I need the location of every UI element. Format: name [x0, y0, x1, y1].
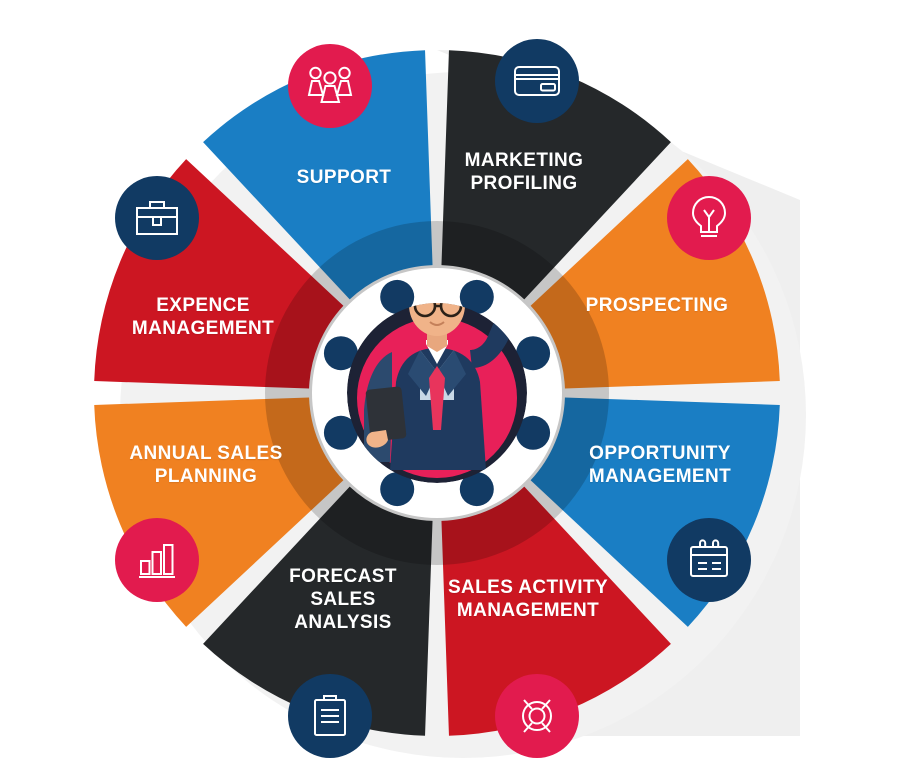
businessman-figure [364, 303, 523, 470]
segment-expence-management[interactable] [203, 50, 433, 300]
badge-calendar[interactable] [667, 518, 751, 602]
hub-dot [380, 279, 415, 314]
segment-sales-activity-management[interactable] [203, 486, 433, 736]
hub-dot [323, 415, 358, 450]
lightbulb-icon [689, 194, 729, 242]
badge-clipboard[interactable] [288, 674, 372, 758]
hub-dot [323, 336, 358, 371]
segment-support[interactable] [441, 50, 671, 300]
hub-dot [459, 279, 494, 314]
badge-briefcase[interactable] [115, 176, 199, 260]
badge-lightbulb[interactable] [667, 176, 751, 260]
credit-card-icon [513, 63, 561, 99]
briefcase-icon [134, 198, 180, 238]
target-compass-icon [514, 693, 560, 739]
segment-opportunity-management[interactable] [441, 486, 671, 736]
hub-dot [516, 415, 551, 450]
badge-credit-card[interactable] [495, 39, 579, 123]
badge-people-group[interactable] [288, 44, 372, 128]
hub-dot [459, 472, 494, 507]
badge-target-compass[interactable] [495, 674, 579, 758]
hub-dot [380, 472, 415, 507]
hub-dot [516, 336, 551, 371]
people-group-icon [306, 64, 354, 108]
hub-dot-group [323, 279, 551, 507]
clipboard-icon [310, 693, 350, 739]
center-illustration [347, 303, 527, 483]
calendar-icon [687, 538, 731, 582]
badge-bar-chart[interactable] [115, 518, 199, 602]
bar-chart-icon [134, 539, 180, 581]
